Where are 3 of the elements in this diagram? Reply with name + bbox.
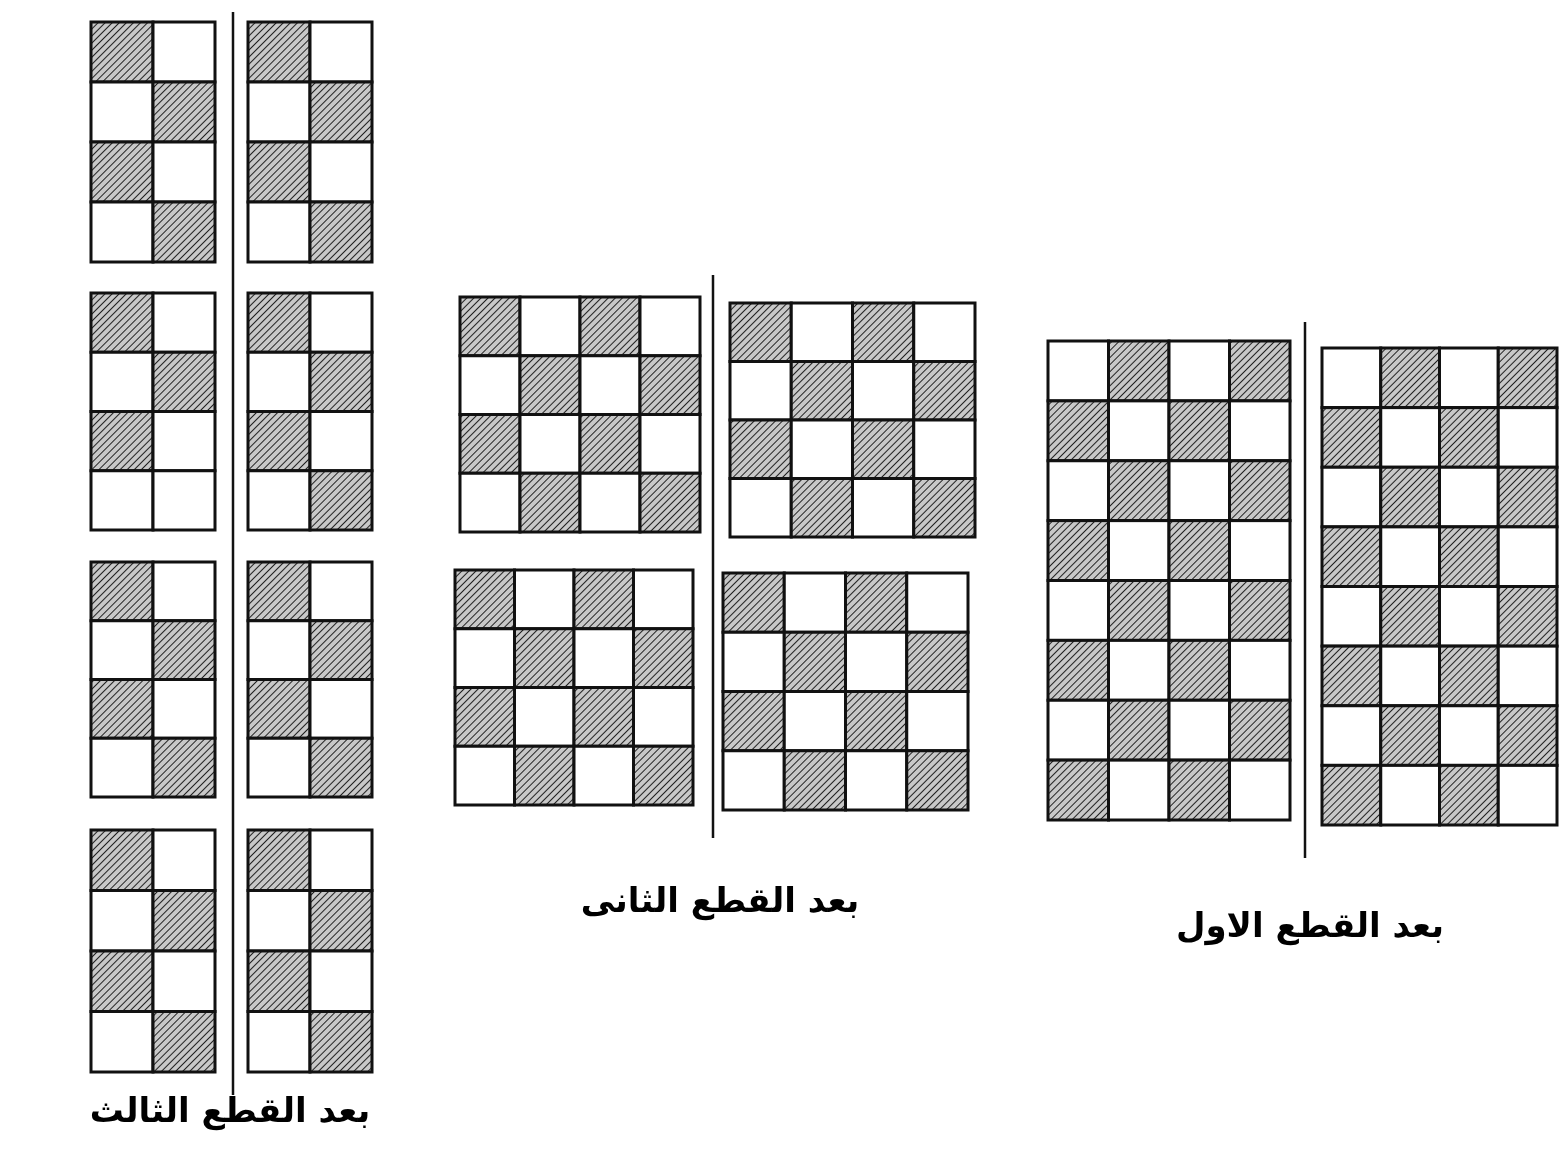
caption-text: بعد القطع الاول xyxy=(1175,904,1445,948)
caption-text: بعد القطع الثانى xyxy=(580,879,860,923)
caption-text: بعد القطع الثالث xyxy=(89,1089,371,1133)
